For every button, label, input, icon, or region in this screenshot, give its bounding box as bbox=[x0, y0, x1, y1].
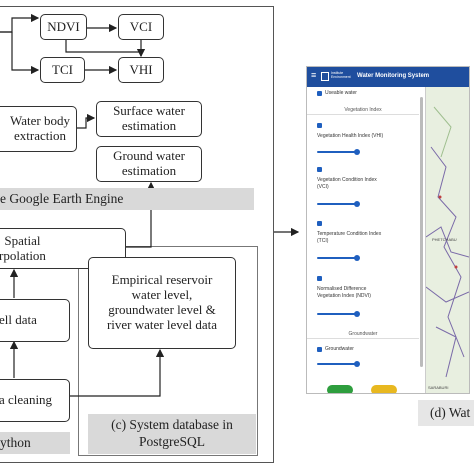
sidebar-scrollbar[interactable] bbox=[420, 97, 423, 367]
vci-slider[interactable] bbox=[317, 203, 357, 205]
web-app-caption: (d) Wat bbox=[418, 400, 474, 426]
ndvi-slider-knob[interactable] bbox=[354, 311, 360, 317]
useable-water-checkbox[interactable] bbox=[317, 91, 322, 96]
tci-slider-knob[interactable] bbox=[354, 255, 360, 261]
well-data-box: ell data bbox=[0, 299, 70, 342]
app-title: Water Monitoring System bbox=[357, 73, 430, 79]
google-earth-engine-label: e Google Earth Engine bbox=[0, 188, 254, 210]
tci-slider[interactable] bbox=[317, 257, 357, 259]
yellow-button[interactable] bbox=[371, 385, 397, 393]
vci-slider-knob[interactable] bbox=[354, 201, 360, 207]
map-boundaries bbox=[425, 106, 469, 378]
ndvi-checkbox[interactable] bbox=[317, 276, 322, 281]
data-cleaning-box: a cleaning bbox=[0, 379, 70, 422]
groundwater-slider-knob[interactable] bbox=[354, 361, 360, 367]
water-body-extraction-box: Water body extraction bbox=[0, 106, 77, 152]
tci-checkbox[interactable] bbox=[317, 221, 322, 226]
groundwater-label: Groundwater bbox=[325, 346, 354, 352]
layer-sidebar: Useable water Vegetation Index Vegetatio… bbox=[307, 87, 426, 393]
map-label-phetchabun: PHETCHABU bbox=[432, 237, 457, 242]
map-label-saraburi: SARABURI bbox=[428, 385, 449, 390]
ndvi-box: NDVI bbox=[40, 14, 87, 40]
useable-water-label: Useable water bbox=[325, 90, 357, 96]
vhi-label: Vegetation Health Index (VHI) bbox=[317, 133, 384, 139]
menu-icon[interactable]: ≡ bbox=[311, 70, 317, 80]
map-view[interactable]: PHETCHABU SARABURI bbox=[425, 87, 469, 393]
vhi-slider-knob[interactable] bbox=[354, 149, 360, 155]
ndvi-label: Normalised Difference Vegetation Index (… bbox=[317, 286, 371, 299]
system-database-label: (c) System database in PostgreSQL bbox=[88, 414, 256, 454]
tci-label: Temperature Condition Index (TCI) bbox=[317, 231, 382, 244]
logo-text: Institute Environment bbox=[331, 71, 351, 79]
python-label: ython bbox=[0, 432, 70, 454]
vhi-slider[interactable] bbox=[317, 151, 357, 153]
logo bbox=[321, 72, 329, 81]
vhi-checkbox[interactable] bbox=[317, 123, 322, 128]
web-app-screenshot: ≡ Institute Environment Water Monitoring… bbox=[306, 66, 470, 394]
surface-water-estimation-box: Surface water estimation bbox=[96, 101, 202, 137]
vegetation-index-section: Vegetation Index bbox=[307, 107, 419, 115]
groundwater-section: Groundwater bbox=[307, 331, 419, 339]
ndvi-slider[interactable] bbox=[317, 313, 357, 315]
vci-label: Vegetation Condition Index (VCI) bbox=[317, 177, 377, 190]
ground-water-estimation-box: Ground water estimation bbox=[96, 146, 202, 182]
groundwater-slider[interactable] bbox=[317, 363, 357, 365]
green-button[interactable] bbox=[327, 385, 353, 393]
vhi-box: VHI bbox=[118, 57, 164, 83]
empirical-data-box: Empirical reservoir water level, groundw… bbox=[88, 257, 236, 349]
vci-box: VCI bbox=[118, 14, 164, 40]
tci-box: TCI bbox=[40, 57, 85, 83]
groundwater-checkbox[interactable] bbox=[317, 347, 322, 352]
app-header: ≡ Institute Environment Water Monitoring… bbox=[307, 67, 469, 87]
vci-checkbox[interactable] bbox=[317, 167, 322, 172]
